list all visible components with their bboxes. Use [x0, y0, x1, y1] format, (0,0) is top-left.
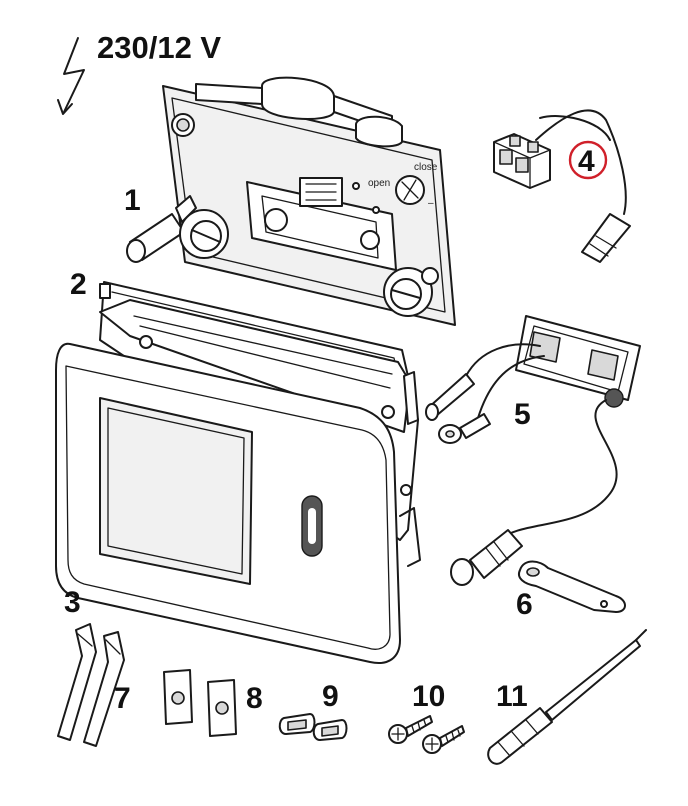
voltage-label: 230/12 V [97, 30, 221, 65]
valve-close-label: close [414, 162, 438, 173]
part-6-key [518, 560, 626, 613]
part-3-cover-plate [55, 342, 401, 664]
valve-minus-label: – [428, 198, 434, 209]
lightning-bolt-icon [57, 37, 85, 115]
part-9-caps [278, 713, 348, 741]
part-4-terminal-block [493, 109, 631, 263]
part-label-2: 2 [70, 268, 87, 301]
part-4-highlight-circle [568, 140, 608, 180]
part-7-brackets [57, 623, 125, 747]
part-10-screws [388, 715, 465, 754]
part-8-mounting-nuts [163, 669, 237, 737]
part-label-1: 1 [124, 184, 141, 217]
part-label-5: 5 [514, 398, 531, 431]
valve-open-label: open [368, 178, 390, 189]
part-5-power-supply [425, 315, 641, 586]
part-label-3: 3 [64, 586, 81, 619]
part-label-7: 7 [114, 682, 131, 715]
part-label-11: 11 [496, 680, 528, 713]
part-label-8: 8 [246, 682, 263, 715]
part-label-4: 4 [578, 145, 595, 178]
part-label-6: 6 [516, 588, 533, 621]
part-label-9: 9 [322, 680, 339, 713]
part-1-housing: open close – [126, 76, 456, 326]
part-11-screwdriver [487, 629, 647, 765]
part-label-10: 10 [412, 680, 445, 713]
